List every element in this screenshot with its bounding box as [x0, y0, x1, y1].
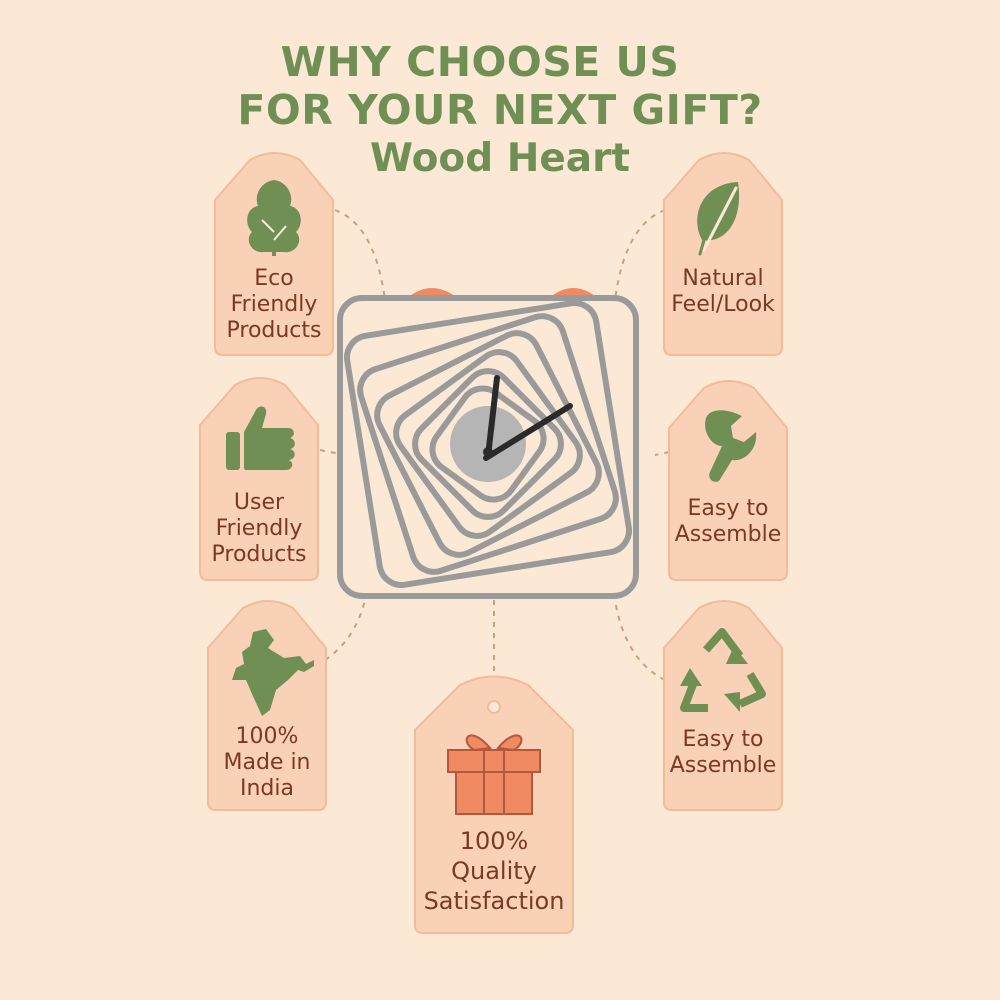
tree-icon — [247, 180, 301, 256]
tag-label-recycle: Easy to Assemble — [669, 727, 777, 778]
wrench-icon — [705, 410, 757, 482]
recycle-icon — [680, 628, 766, 712]
spiral-square-clock — [337, 287, 639, 599]
gift-icon — [447, 734, 541, 815]
leaf-icon — [697, 182, 740, 256]
brand-name: Wood Heart — [370, 136, 630, 181]
india-map-icon — [232, 629, 314, 716]
headline-line1: WHY CHOOSE US — [280, 38, 680, 86]
tag-label-natural: Natural Feel/Look — [671, 266, 775, 317]
tag-easy1 — [668, 380, 788, 581]
tag-recycle — [663, 600, 783, 811]
tag-label-india: 100% Made in India — [223, 724, 311, 801]
thumbs-up-icon — [226, 406, 295, 470]
tag-natural — [663, 152, 783, 356]
gift-tag-hole — [487, 700, 501, 714]
headline-line2: FOR YOUR NEXT GIFT? — [237, 86, 763, 134]
tag-label-user: User Friendly Products — [211, 490, 307, 567]
tag-label-eco: Eco Friendly Products — [226, 266, 322, 343]
tag-label-quality: 100% Quality Satisfaction — [423, 827, 565, 915]
tag-label-easy-assemble: Easy to Assemble — [674, 496, 782, 547]
tag-shapes — [199, 152, 788, 934]
